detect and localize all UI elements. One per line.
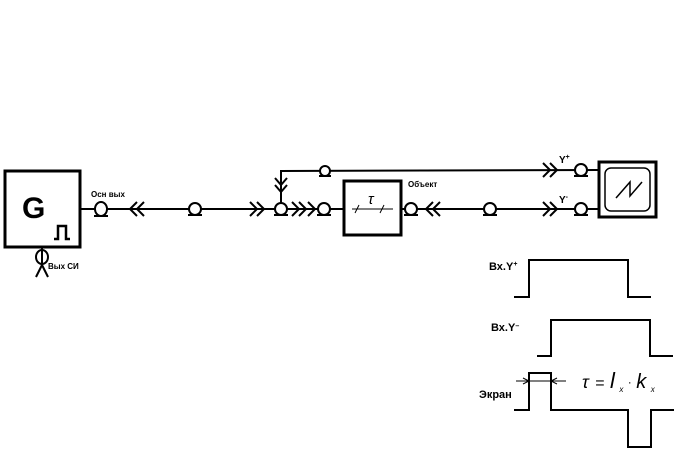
connector-yplus (574, 163, 588, 177)
reference-cable (280, 169, 599, 172)
oscilloscope-screen-icon (615, 180, 643, 199)
delay-formula: τ = l x · k x (582, 368, 656, 396)
oscilloscope-block (597, 160, 658, 219)
cable-plug-splitter (291, 201, 308, 217)
delay-block: τ (342, 179, 403, 237)
sync-output-label: Вых СИ (48, 262, 79, 271)
waveform-screen (514, 372, 674, 448)
cable-plug-right (249, 201, 266, 217)
delay-symbol: τ (368, 191, 375, 208)
connector-cable-mid (188, 202, 202, 216)
waveform-yplus (514, 259, 651, 298)
cable-plug-object (424, 201, 441, 217)
waveform-label-screen: Экран (479, 389, 512, 401)
cable-plug-left (128, 201, 145, 217)
connector-yminus (574, 202, 588, 216)
main-output-label: Осн вых (91, 190, 125, 199)
connector-object-out (404, 202, 418, 216)
connector-reference-mid (319, 165, 331, 177)
cable-plug-yminus (542, 201, 559, 217)
waveform-label-yminus: Вх.Y– (491, 322, 519, 334)
tau-interval-marker (516, 377, 566, 385)
sync-output-connector (35, 247, 49, 278)
splitter-tee (274, 170, 288, 216)
generator-letter: G (22, 192, 45, 225)
object-label: Объект (408, 180, 437, 189)
y-plus-label: Y+ (559, 154, 570, 166)
connector-generator-out (94, 201, 108, 217)
waveform-yminus (537, 319, 673, 357)
pulse-icon (54, 224, 70, 241)
y-minus-label: Y- (559, 194, 569, 206)
waveform-label-yplus: Вх.Y+ (489, 261, 517, 273)
connector-delay-in (317, 202, 331, 216)
connector-object-mid (483, 202, 497, 216)
generator-block: G (3, 169, 82, 249)
cable-plug-yplus (542, 162, 559, 178)
